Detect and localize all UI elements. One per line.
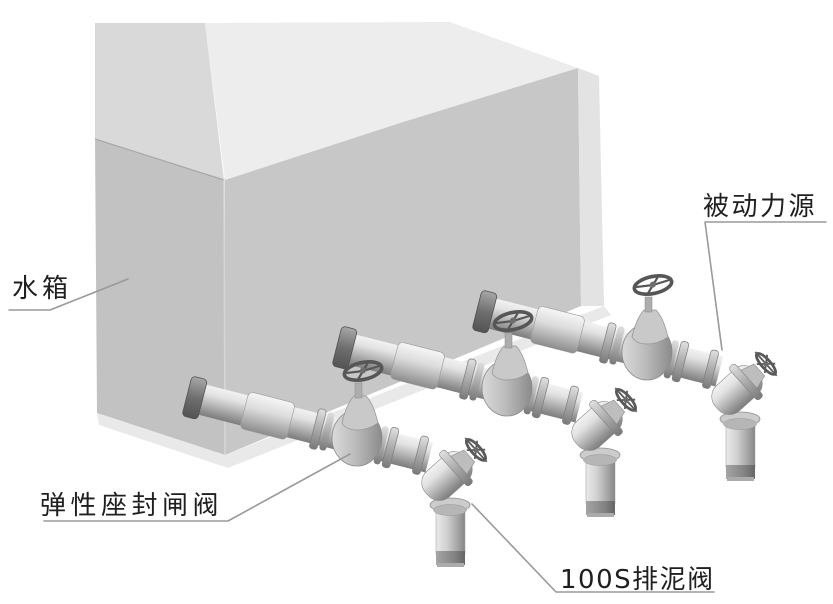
label-power-source: 被动力源 (703, 192, 817, 222)
label-drain-valve: 100S排泥阀 (560, 565, 715, 595)
tank-left-face-lower (95, 139, 225, 455)
label-tank: 水箱 (12, 274, 72, 304)
tank-left-face-upper (95, 23, 224, 180)
tank-front-face-upper (205, 22, 578, 180)
tank-front-face-lower (225, 68, 581, 455)
leader-line-tank (8, 278, 129, 311)
tank-waterline-edge (94, 138, 225, 181)
tank-right-edge-face (578, 68, 604, 306)
leader-line-power-source (704, 221, 827, 351)
leader-line-drain-valve (471, 503, 715, 593)
label-gate-valve: 弹性座封闸阀 (40, 491, 223, 521)
leader-line-gate-valve (43, 453, 351, 522)
